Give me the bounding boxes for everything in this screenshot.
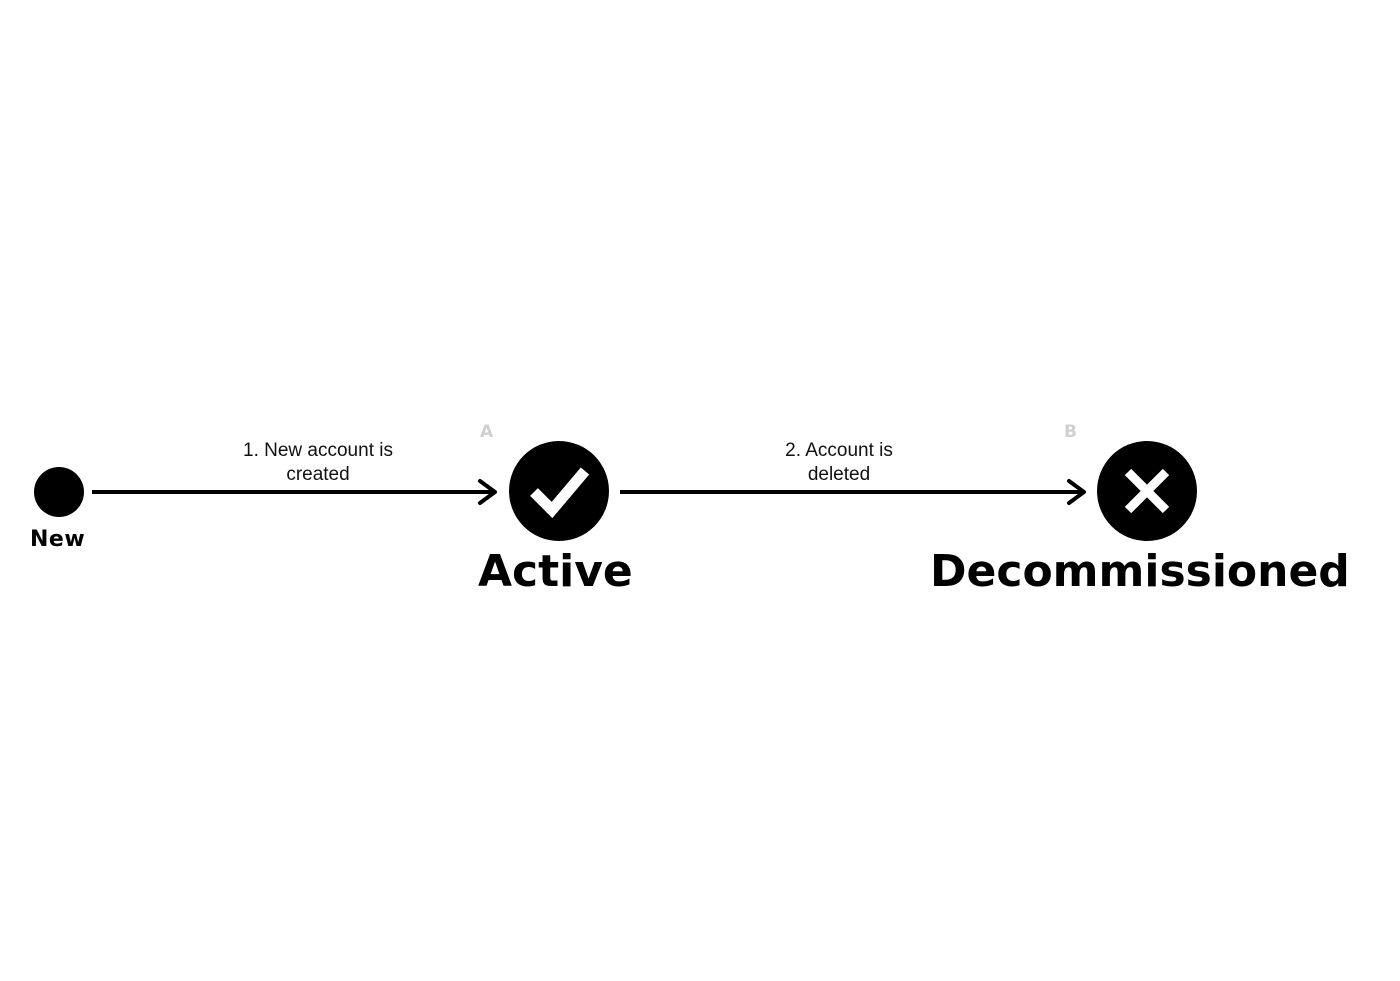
state-label-new: New [30, 527, 86, 552]
transition-label-2: 2. Account is deleted [739, 439, 939, 487]
transition-label-1: 1. New account is created [218, 439, 418, 487]
state-marker-a: A [480, 422, 494, 442]
decommissioned-state-node [1097, 441, 1197, 541]
active-state-node [509, 441, 609, 541]
transition-arrow-1 [92, 479, 497, 505]
transition-label-1-line2: created [286, 464, 350, 485]
state-label-active: Active [478, 546, 633, 597]
transition-label-1-line1: 1. New account is [243, 440, 393, 461]
check-icon [530, 467, 590, 519]
transition-arrow-2 [620, 479, 1086, 505]
initial-state-dot [34, 467, 84, 517]
transition-label-2-line1: 2. Account is [785, 440, 893, 461]
close-icon [1124, 468, 1170, 514]
state-marker-b: B [1064, 422, 1077, 442]
transition-label-2-line2: deleted [807, 464, 871, 485]
state-label-decommissioned: Decommissioned [930, 546, 1350, 597]
